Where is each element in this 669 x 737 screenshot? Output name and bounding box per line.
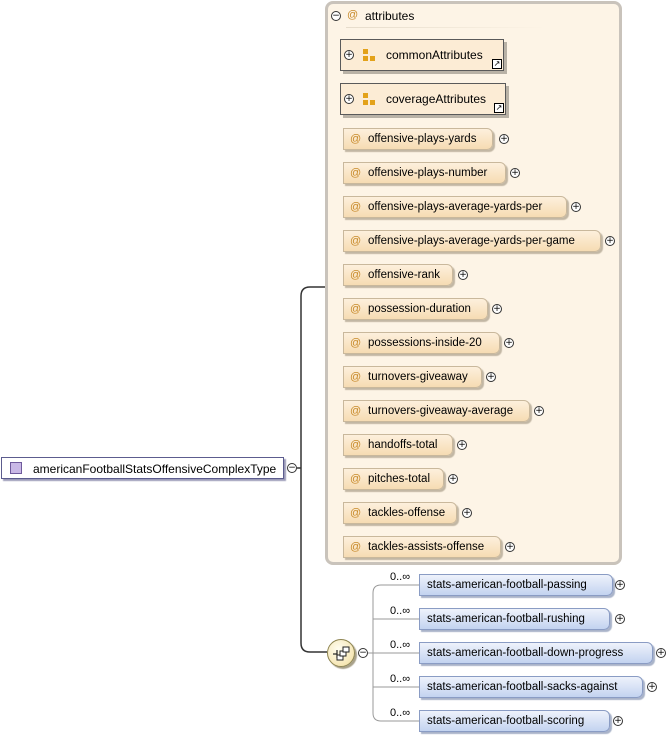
attribute-at-icon: @: [350, 269, 362, 281]
attribute-offensive-plays-number[interactable]: @ offensive-plays-number: [343, 162, 506, 184]
attribute-at-icon: @: [350, 439, 362, 451]
complex-type-label: americanFootballStatsOffensiveComplexTyp…: [33, 462, 277, 476]
attribute-at-icon: @: [350, 303, 362, 315]
element-stats-american-football-rushing[interactable]: stats-american-football-rushing: [419, 608, 610, 630]
attribute-label: offensive-plays-average-yards-per-game: [368, 235, 575, 247]
attribute-pitches-total[interactable]: @ pitches-total: [343, 468, 444, 490]
attribute-possession-duration[interactable]: @ possession-duration: [343, 298, 488, 320]
complex-type-node[interactable]: americanFootballStatsOffensiveComplexTyp…: [1, 457, 284, 479]
attribute-at-icon: @: [350, 337, 362, 349]
attribute-label: possession-duration: [368, 303, 471, 315]
expand-icon[interactable]: +: [510, 168, 520, 178]
expand-icon[interactable]: +: [571, 202, 581, 212]
attribute-group-common[interactable]: + commonAttributes ↗: [340, 39, 504, 71]
element-label: stats-american-football-sacks-against: [427, 681, 618, 693]
attribute-label: offensive-plays-yards: [368, 133, 477, 145]
attribute-group-icon: [363, 93, 375, 105]
attribute-at-icon: @: [350, 201, 362, 213]
expand-icon[interactable]: +: [613, 716, 623, 726]
attribute-at-icon: @: [350, 507, 362, 519]
attribute-label: turnovers-giveaway-average: [368, 405, 514, 417]
attribute-at-icon: @: [350, 235, 362, 247]
divider: [346, 27, 546, 28]
collapse-icon[interactable]: −: [287, 463, 297, 473]
attribute-label: offensive-plays-number: [368, 167, 488, 179]
attribute-group-icon: [363, 49, 375, 61]
attribute-label: possessions-inside-20: [368, 337, 482, 349]
element-stats-american-football-scoring[interactable]: stats-american-football-scoring: [419, 710, 610, 732]
attribute-offensive-plays-average-yards-per[interactable]: @ offensive-plays-average-yards-per: [343, 196, 567, 218]
attribute-offensive-plays-average-yards-per-game[interactable]: @ offensive-plays-average-yards-per-game: [343, 230, 601, 252]
attribute-at-icon: @: [350, 405, 362, 417]
attribute-group-label: coverageAttributes: [386, 92, 487, 106]
link-arrow-icon[interactable]: ↗: [492, 59, 502, 69]
expand-icon[interactable]: +: [504, 338, 514, 348]
expand-icon[interactable]: +: [462, 508, 472, 518]
attribute-tackles-offense[interactable]: @ tackles-offense: [343, 502, 457, 524]
expand-icon[interactable]: +: [647, 682, 657, 692]
attribute-turnovers-giveaway[interactable]: @ turnovers-giveaway: [343, 366, 482, 388]
expand-icon[interactable]: +: [615, 580, 625, 590]
element-stats-american-football-passing[interactable]: stats-american-football-passing: [419, 574, 613, 596]
element-label: stats-american-football-passing: [427, 579, 587, 591]
attribute-label: offensive-plays-average-yards-per: [368, 201, 543, 213]
attribute-offensive-plays-yards[interactable]: @ offensive-plays-yards: [343, 128, 493, 150]
expand-icon[interactable]: +: [344, 94, 354, 104]
expand-icon[interactable]: +: [605, 236, 615, 246]
occurrence-label: 0..∞: [390, 707, 411, 719]
element-stats-american-football-down-progress[interactable]: stats-american-football-down-progress: [419, 642, 653, 664]
attribute-label: offensive-rank: [368, 269, 441, 281]
attribute-at-icon: @: [350, 371, 362, 383]
expand-icon[interactable]: +: [505, 542, 515, 552]
attributes-header: attributes: [365, 9, 415, 23]
expand-icon[interactable]: +: [499, 134, 509, 144]
complex-type-icon: [10, 462, 22, 474]
expand-icon[interactable]: +: [534, 406, 544, 416]
element-stats-american-football-sacks-against[interactable]: stats-american-football-sacks-against: [419, 676, 643, 698]
occurrence-label: 0..∞: [390, 605, 411, 617]
attribute-handoffs-total[interactable]: @ handoffs-total: [343, 434, 453, 456]
attribute-label: pitches-total: [368, 473, 431, 485]
attribute-label: tackles-assists-offense: [368, 541, 485, 553]
attribute-group-label: commonAttributes: [386, 48, 483, 62]
expand-icon[interactable]: +: [344, 50, 354, 60]
attribute-possessions-inside-20[interactable]: @ possessions-inside-20: [343, 332, 500, 354]
expand-icon[interactable]: +: [458, 270, 468, 280]
element-label: stats-american-football-down-progress: [427, 647, 624, 659]
attribute-turnovers-giveaway-average[interactable]: @ turnovers-giveaway-average: [343, 400, 530, 422]
occurrence-label: 0..∞: [390, 639, 411, 651]
attribute-tackles-assists-offense[interactable]: @ tackles-assists-offense: [343, 536, 501, 558]
collapse-icon[interactable]: −: [331, 11, 341, 21]
link-arrow-icon[interactable]: ↗: [494, 103, 504, 113]
attribute-at-icon: @: [350, 167, 362, 179]
occurrence-label: 0..∞: [390, 571, 411, 583]
expand-icon[interactable]: +: [656, 648, 666, 658]
expand-icon[interactable]: +: [448, 474, 458, 484]
occurrence-label: 0..∞: [390, 673, 411, 685]
attributes-container: − @ attributes + commonAttributes ↗ + co…: [325, 1, 622, 565]
attribute-offensive-rank[interactable]: @ offensive-rank: [343, 264, 453, 286]
sequence-compositor-icon[interactable]: [327, 639, 355, 667]
expand-icon[interactable]: +: [486, 372, 496, 382]
attribute-at-icon: @: [350, 473, 362, 485]
attribute-at-icon: @: [350, 133, 362, 145]
attribute-group-coverage[interactable]: + coverageAttributes ↗: [340, 83, 506, 115]
expand-icon[interactable]: +: [457, 440, 467, 450]
attribute-label: handoffs-total: [368, 439, 438, 451]
element-label: stats-american-football-rushing: [427, 613, 585, 625]
element-label: stats-american-football-scoring: [427, 715, 585, 727]
expand-icon[interactable]: +: [615, 614, 625, 624]
attribute-at-icon: @: [350, 541, 362, 553]
attribute-label: turnovers-giveaway: [368, 371, 468, 383]
attribute-label: tackles-offense: [368, 507, 446, 519]
expand-icon[interactable]: +: [492, 304, 502, 314]
collapse-icon[interactable]: −: [358, 648, 368, 658]
attribute-at-icon: @: [347, 9, 359, 21]
